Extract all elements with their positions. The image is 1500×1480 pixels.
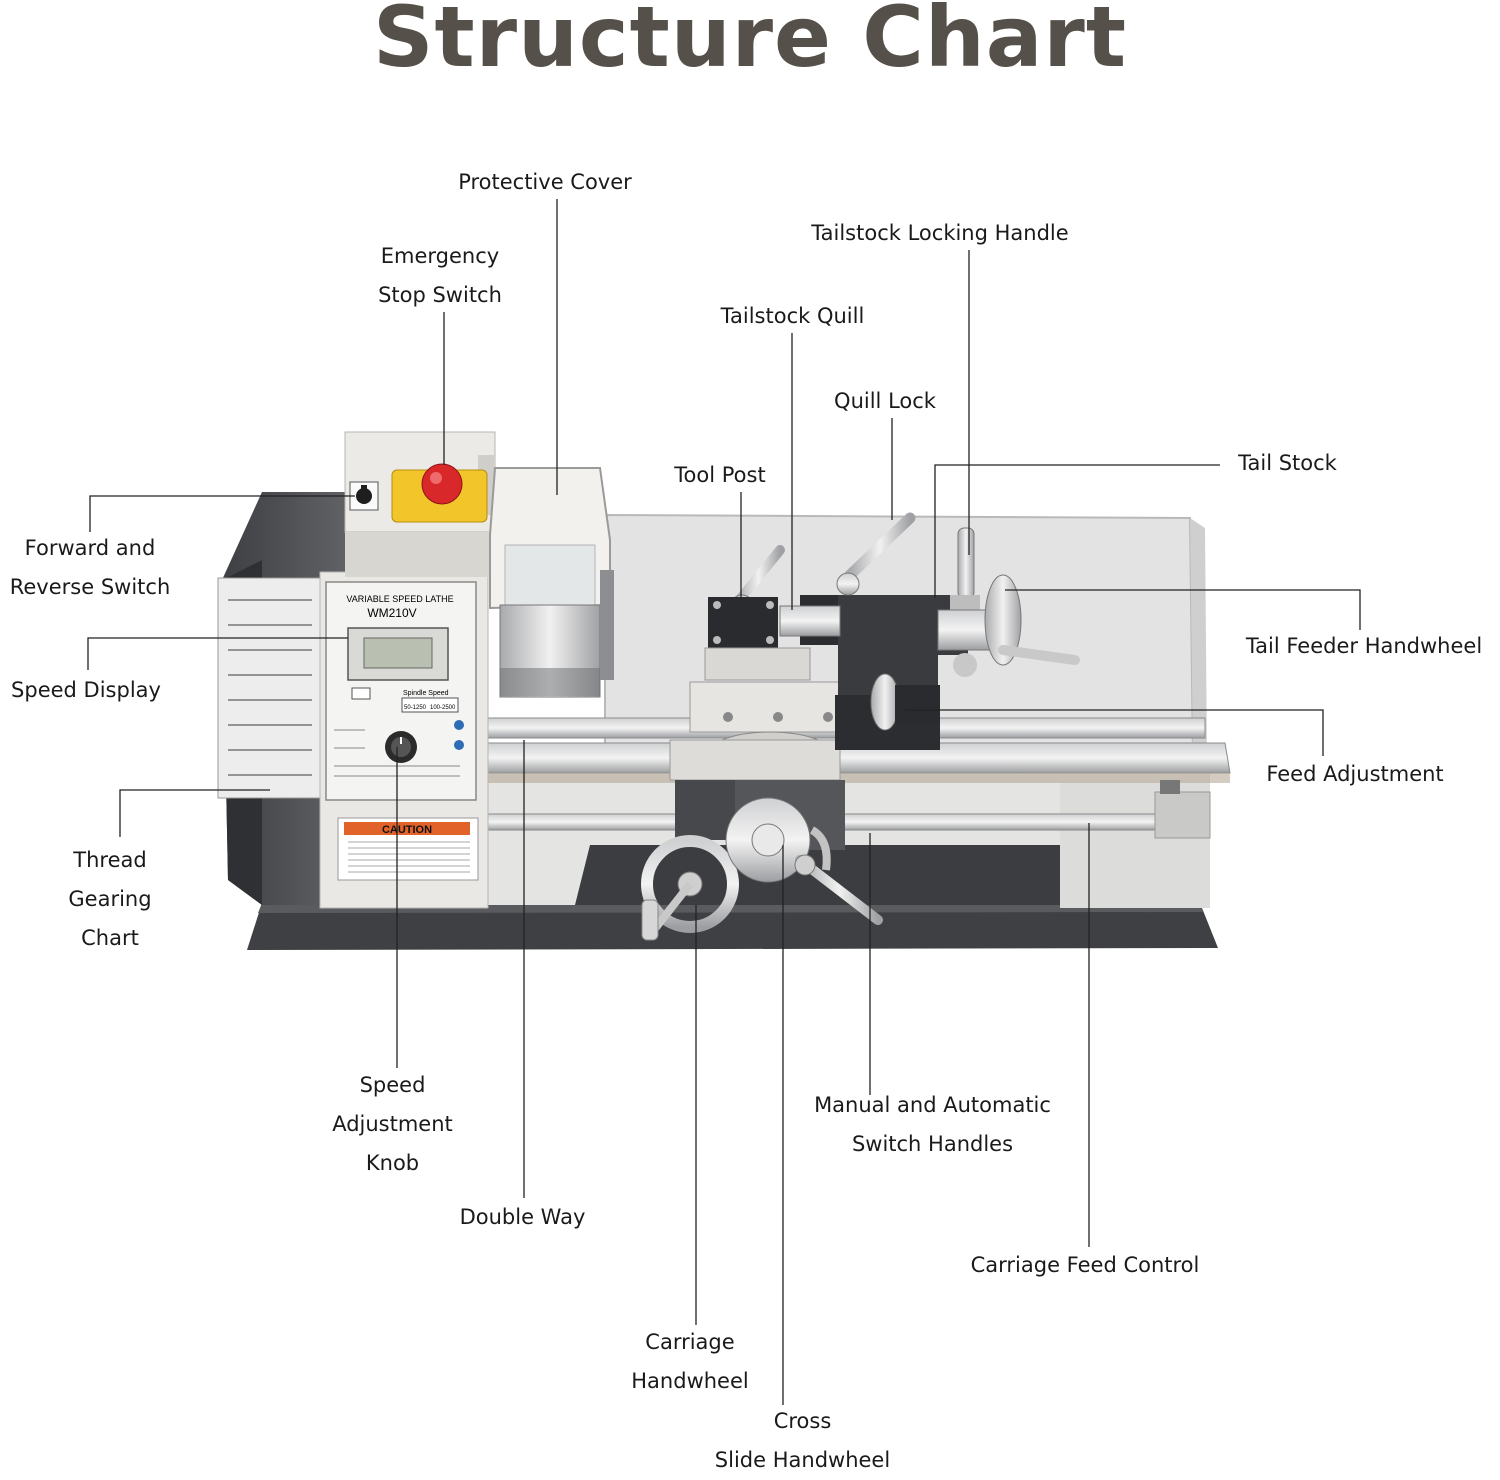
model-text: WM210V (367, 606, 416, 620)
label-speed-adjustment-knob: Speed Adjustment Knob (332, 1073, 453, 1175)
double-way-rails (469, 717, 1231, 783)
protective-cover (489, 467, 611, 610)
label-tool-post: Tool Post (674, 463, 766, 487)
label-thread-gearing-chart: Thread Gearing Chart (68, 848, 152, 950)
caution-text: CAUTION (382, 824, 432, 836)
emergency-stop-switch (391, 463, 488, 523)
speed-header-text: Spindle Speed (403, 690, 449, 697)
panel-title-text: VARIABLE SPEED LATHE (346, 594, 453, 604)
label-tail-feeder-handwheel: Tail Feeder Handwheel (1245, 634, 1483, 658)
base-tray (247, 903, 1218, 950)
label-forward-reverse-switch: Forward and Reverse Switch (9, 536, 171, 599)
label-carriage-feed-control: Carriage Feed Control (970, 1253, 1200, 1277)
label-tailstock-quill: Tailstock Quill (720, 304, 865, 328)
label-tail-stock: Tail Stock (1238, 451, 1337, 475)
leader-lines (87, 199, 1361, 1405)
feed-adjustment-knob (870, 673, 940, 731)
forward-reverse-switch (349, 481, 379, 511)
quill-lock (836, 512, 916, 596)
carriage-handwheel (641, 835, 739, 941)
label-feed-adjustment: Feed Adjustment (1266, 762, 1444, 786)
chuck (499, 570, 614, 698)
label-quill-lock: Quill Lock (834, 389, 936, 413)
label-double-way: Double Way (459, 1205, 586, 1229)
label-emergency-stop-switch: Emergency Stop Switch (378, 244, 502, 307)
tail-feeder-handwheel (937, 574, 1080, 677)
speed-low-text: 50-1250 (404, 705, 427, 711)
label-carriage-handwheel: Carriage Handwheel (631, 1330, 749, 1393)
label-tailstock-locking-handle: Tailstock Locking Handle (811, 221, 1069, 245)
control-panel: VARIABLE SPEED LATHE WM210V Spindle Spee… (325, 581, 479, 881)
page-title: Structure Chart (373, 0, 1127, 86)
label-speed-display: Speed Display (11, 678, 161, 702)
tool-post (708, 545, 785, 649)
gear-cover (217, 492, 345, 905)
cross-slide-handwheel (725, 797, 883, 925)
speed-high-text: 100-2500 (430, 705, 456, 711)
label-manual-auto-switch-handles: Manual and Automatic Switch Handles (814, 1093, 1051, 1156)
label-cross-slide-handwheel: Cross Slide Handwheel (714, 1409, 891, 1472)
manual-auto-switch-handle (809, 826, 831, 871)
label-protective-cover: Protective Cover (458, 170, 632, 194)
